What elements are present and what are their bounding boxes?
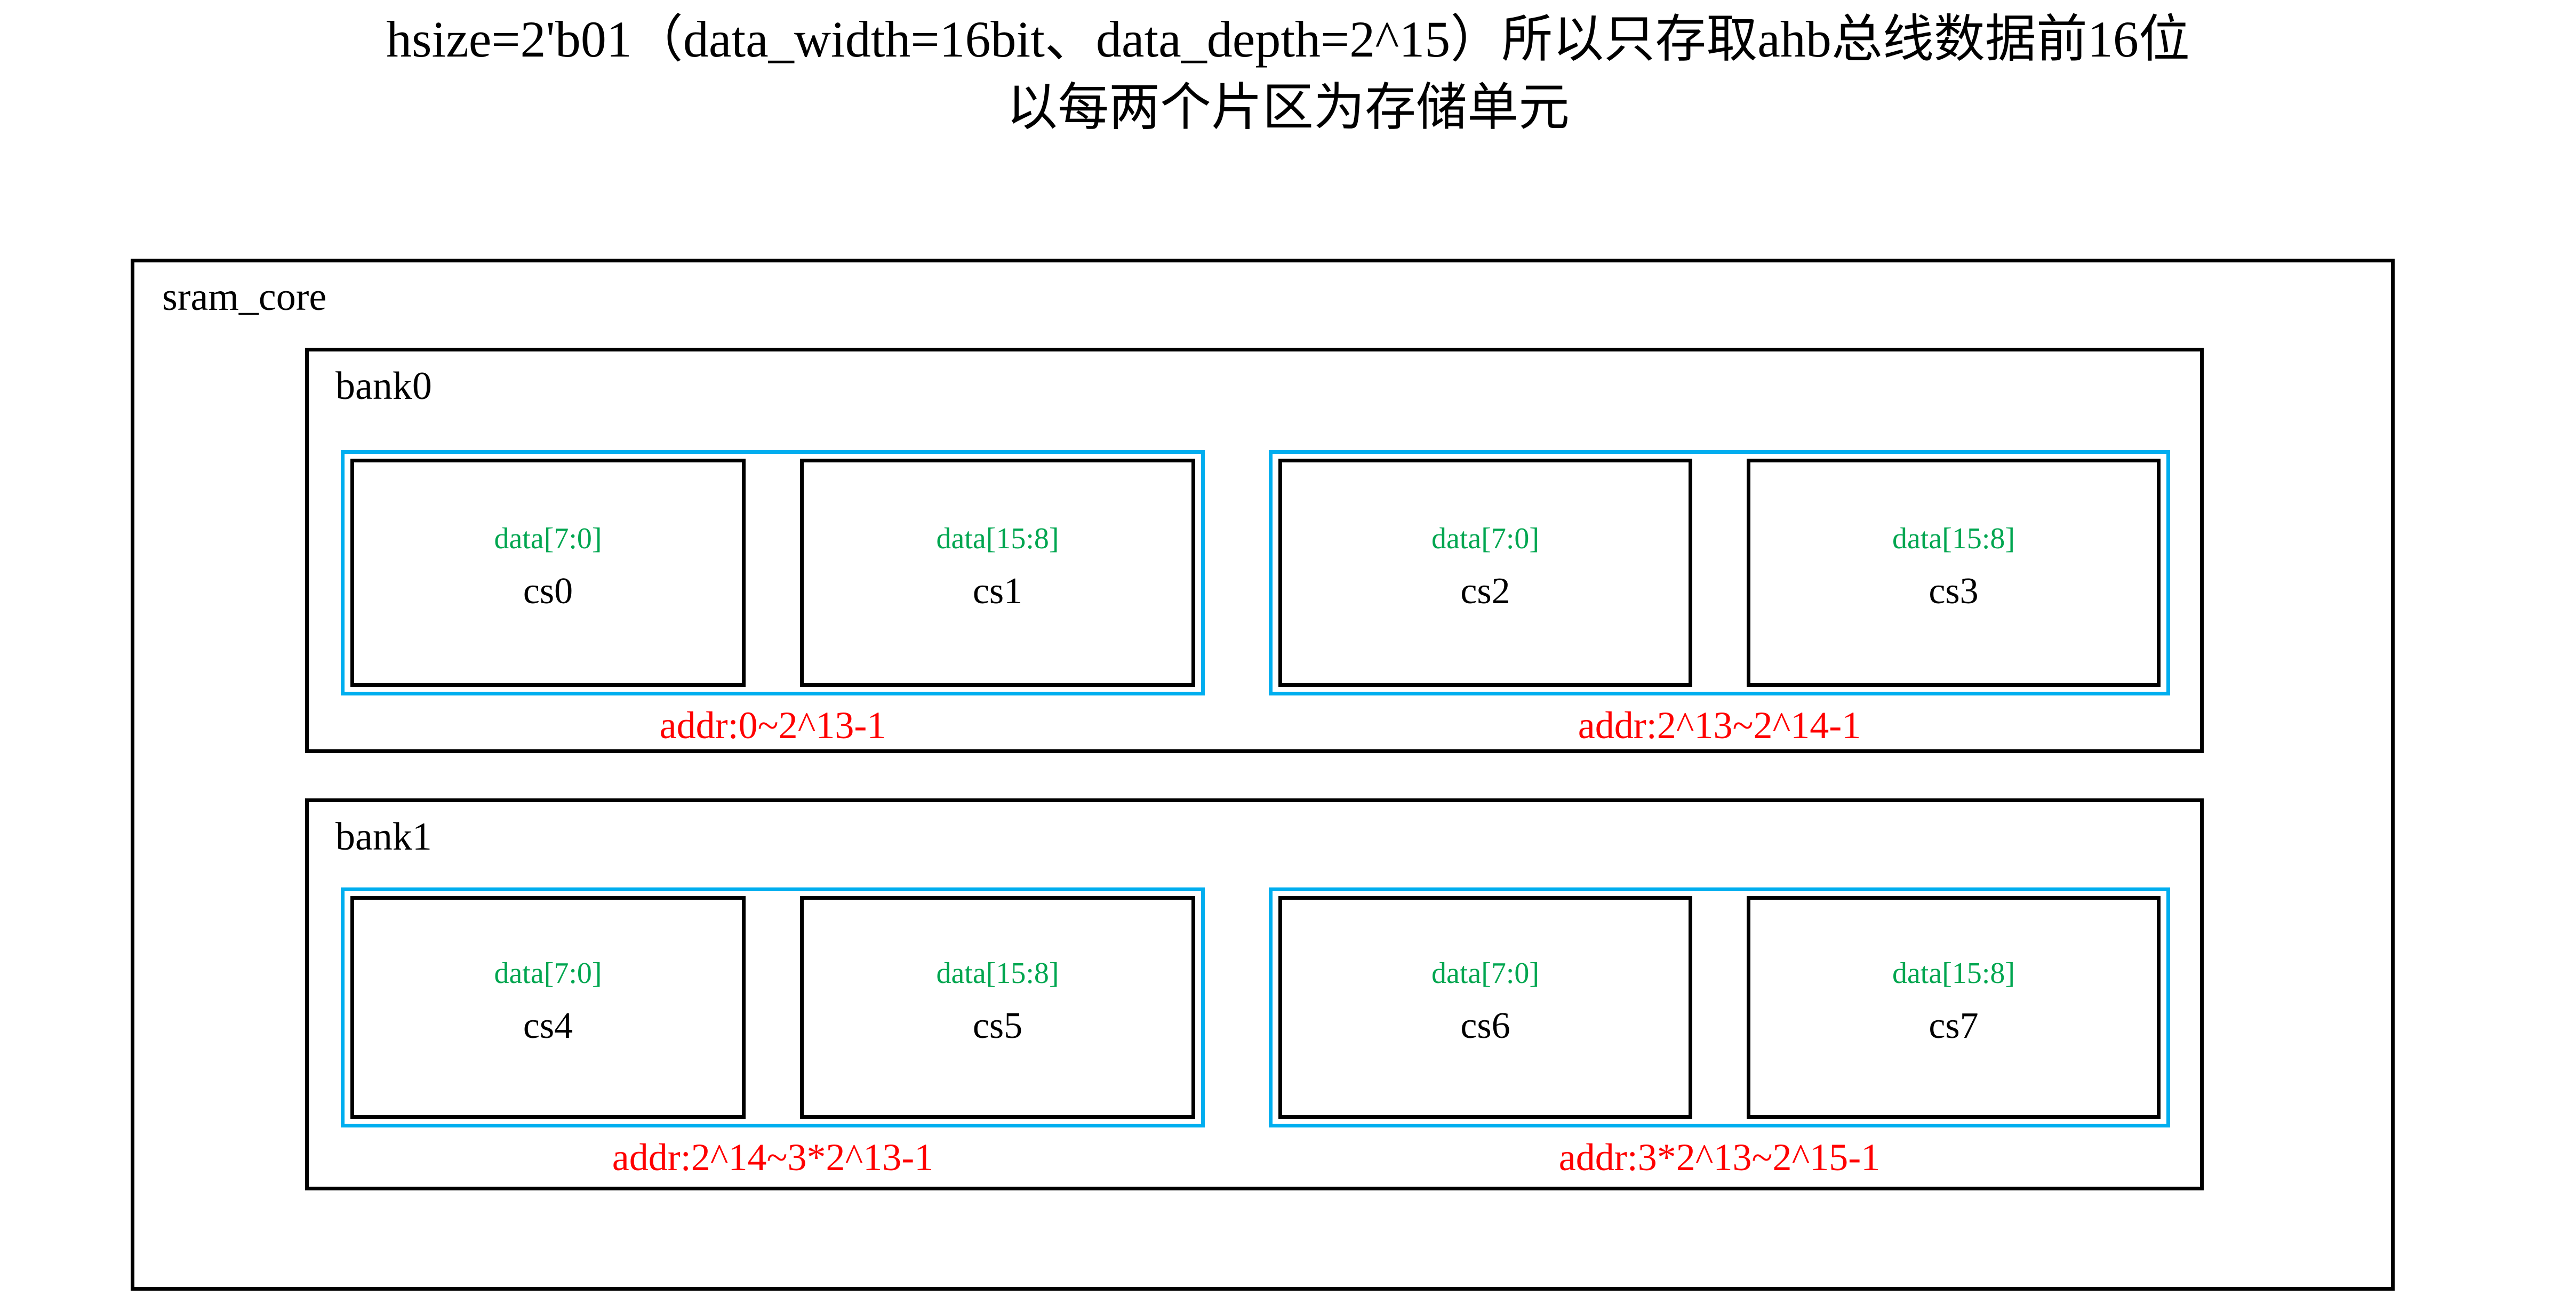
cs1-name-label: cs1: [972, 571, 1023, 612]
cs-chip-cs0: data[7:0] cs0: [350, 459, 746, 687]
cs2-name-label: cs2: [1460, 571, 1510, 612]
cs5-data-label: data[15:8]: [936, 957, 1059, 990]
bank0-box: bank0 data[7:0] cs0 data[15:8] cs1 data[…: [305, 348, 2204, 753]
cs-chip-cs7: data[15:8] cs7: [1747, 896, 2161, 1119]
bank1-group-right: data[7:0] cs6 data[15:8] cs7: [1269, 887, 2170, 1127]
bank1-box: bank1 data[7:0] cs4 data[15:8] cs5 data[…: [305, 798, 2204, 1190]
cs4-data-label: data[7:0]: [494, 957, 602, 990]
cs1-data-label: data[15:8]: [936, 522, 1059, 555]
bank0-group-right: data[7:0] cs2 data[15:8] cs3: [1269, 450, 2170, 695]
sram-core-box: sram_core bank0 data[7:0] cs0 data[15:8]…: [131, 259, 2395, 1291]
cs2-data-label: data[7:0]: [1431, 522, 1540, 555]
cs-chip-cs5: data[15:8] cs5: [800, 896, 1195, 1119]
cs7-data-label: data[15:8]: [1892, 957, 2015, 990]
bank0-group-left: data[7:0] cs0 data[15:8] cs1: [341, 450, 1205, 695]
cs7-name-label: cs7: [1929, 1005, 1979, 1046]
cs-chip-cs2: data[7:0] cs2: [1278, 459, 1692, 687]
cs0-name-label: cs0: [523, 571, 573, 612]
cs-chip-cs3: data[15:8] cs3: [1747, 459, 2161, 687]
bank0-label: bank0: [335, 364, 432, 408]
bank1-group-left: data[7:0] cs4 data[15:8] cs5: [341, 887, 1205, 1127]
cs5-name-label: cs5: [972, 1005, 1023, 1046]
cs3-data-label: data[15:8]: [1892, 522, 2015, 555]
caption-line-1: hsize=2'b01（data_width=16bit、data_depth=…: [386, 11, 2190, 68]
cs-chip-cs1: data[15:8] cs1: [800, 459, 1195, 687]
cs6-data-label: data[7:0]: [1431, 957, 1540, 990]
cs-chip-cs6: data[7:0] cs6: [1278, 896, 1692, 1119]
cs-chip-cs4: data[7:0] cs4: [350, 896, 746, 1119]
cs0-data-label: data[7:0]: [494, 522, 602, 555]
bank0-addr-right-label: addr:2^13~2^14-1: [1578, 704, 1861, 747]
sram-core-label: sram_core: [162, 275, 327, 319]
cs4-name-label: cs4: [523, 1005, 573, 1046]
bank1-label: bank1: [335, 815, 432, 859]
cs6-name-label: cs6: [1460, 1005, 1510, 1046]
caption-line-2: 以每两个片区为存储单元: [1006, 79, 1570, 136]
diagram-caption: hsize=2'b01（data_width=16bit、data_depth=…: [0, 5, 2576, 142]
bank1-addr-right-label: addr:3*2^13~2^15-1: [1558, 1136, 1881, 1179]
bank0-addr-left-label: addr:0~2^13-1: [659, 704, 886, 747]
bank1-addr-left-label: addr:2^14~3*2^13-1: [612, 1136, 934, 1179]
cs3-name-label: cs3: [1929, 571, 1979, 612]
